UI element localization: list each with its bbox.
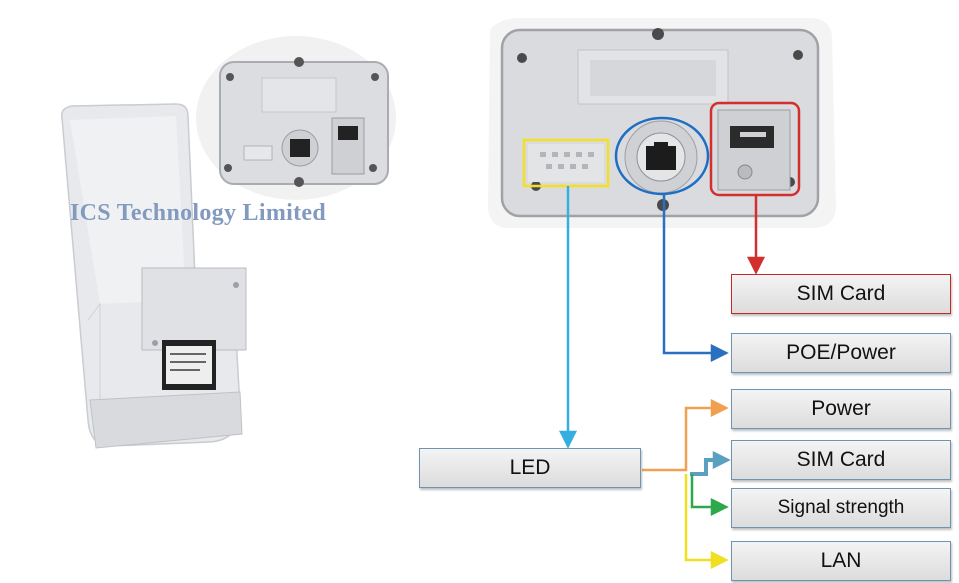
label-sim-card-slot: SIM Card <box>731 274 951 314</box>
branch-sim-card <box>690 458 718 476</box>
bottom-panel-photo-small <box>196 36 396 200</box>
label-lan-led: LAN <box>731 541 951 581</box>
cpe-device-image <box>60 103 247 449</box>
bottom-panel-photo-large <box>488 18 836 228</box>
rj45-highlight <box>614 116 710 196</box>
watermark-text: ICS Technology Limited <box>70 200 326 226</box>
label-led: LED <box>419 448 641 488</box>
label-power-led: Power <box>731 389 951 429</box>
arrow-poe-power <box>662 194 716 355</box>
branch-signal-strength <box>690 474 716 509</box>
label-signal-strength-led: Signal strength <box>731 488 951 528</box>
label-sim-card-led: SIM Card <box>731 440 951 480</box>
connector-arrows <box>558 186 766 570</box>
branch-lan <box>684 474 716 562</box>
label-poe-power: POE/Power <box>731 333 951 373</box>
branch-power <box>642 406 716 472</box>
led-highlight <box>522 138 610 188</box>
